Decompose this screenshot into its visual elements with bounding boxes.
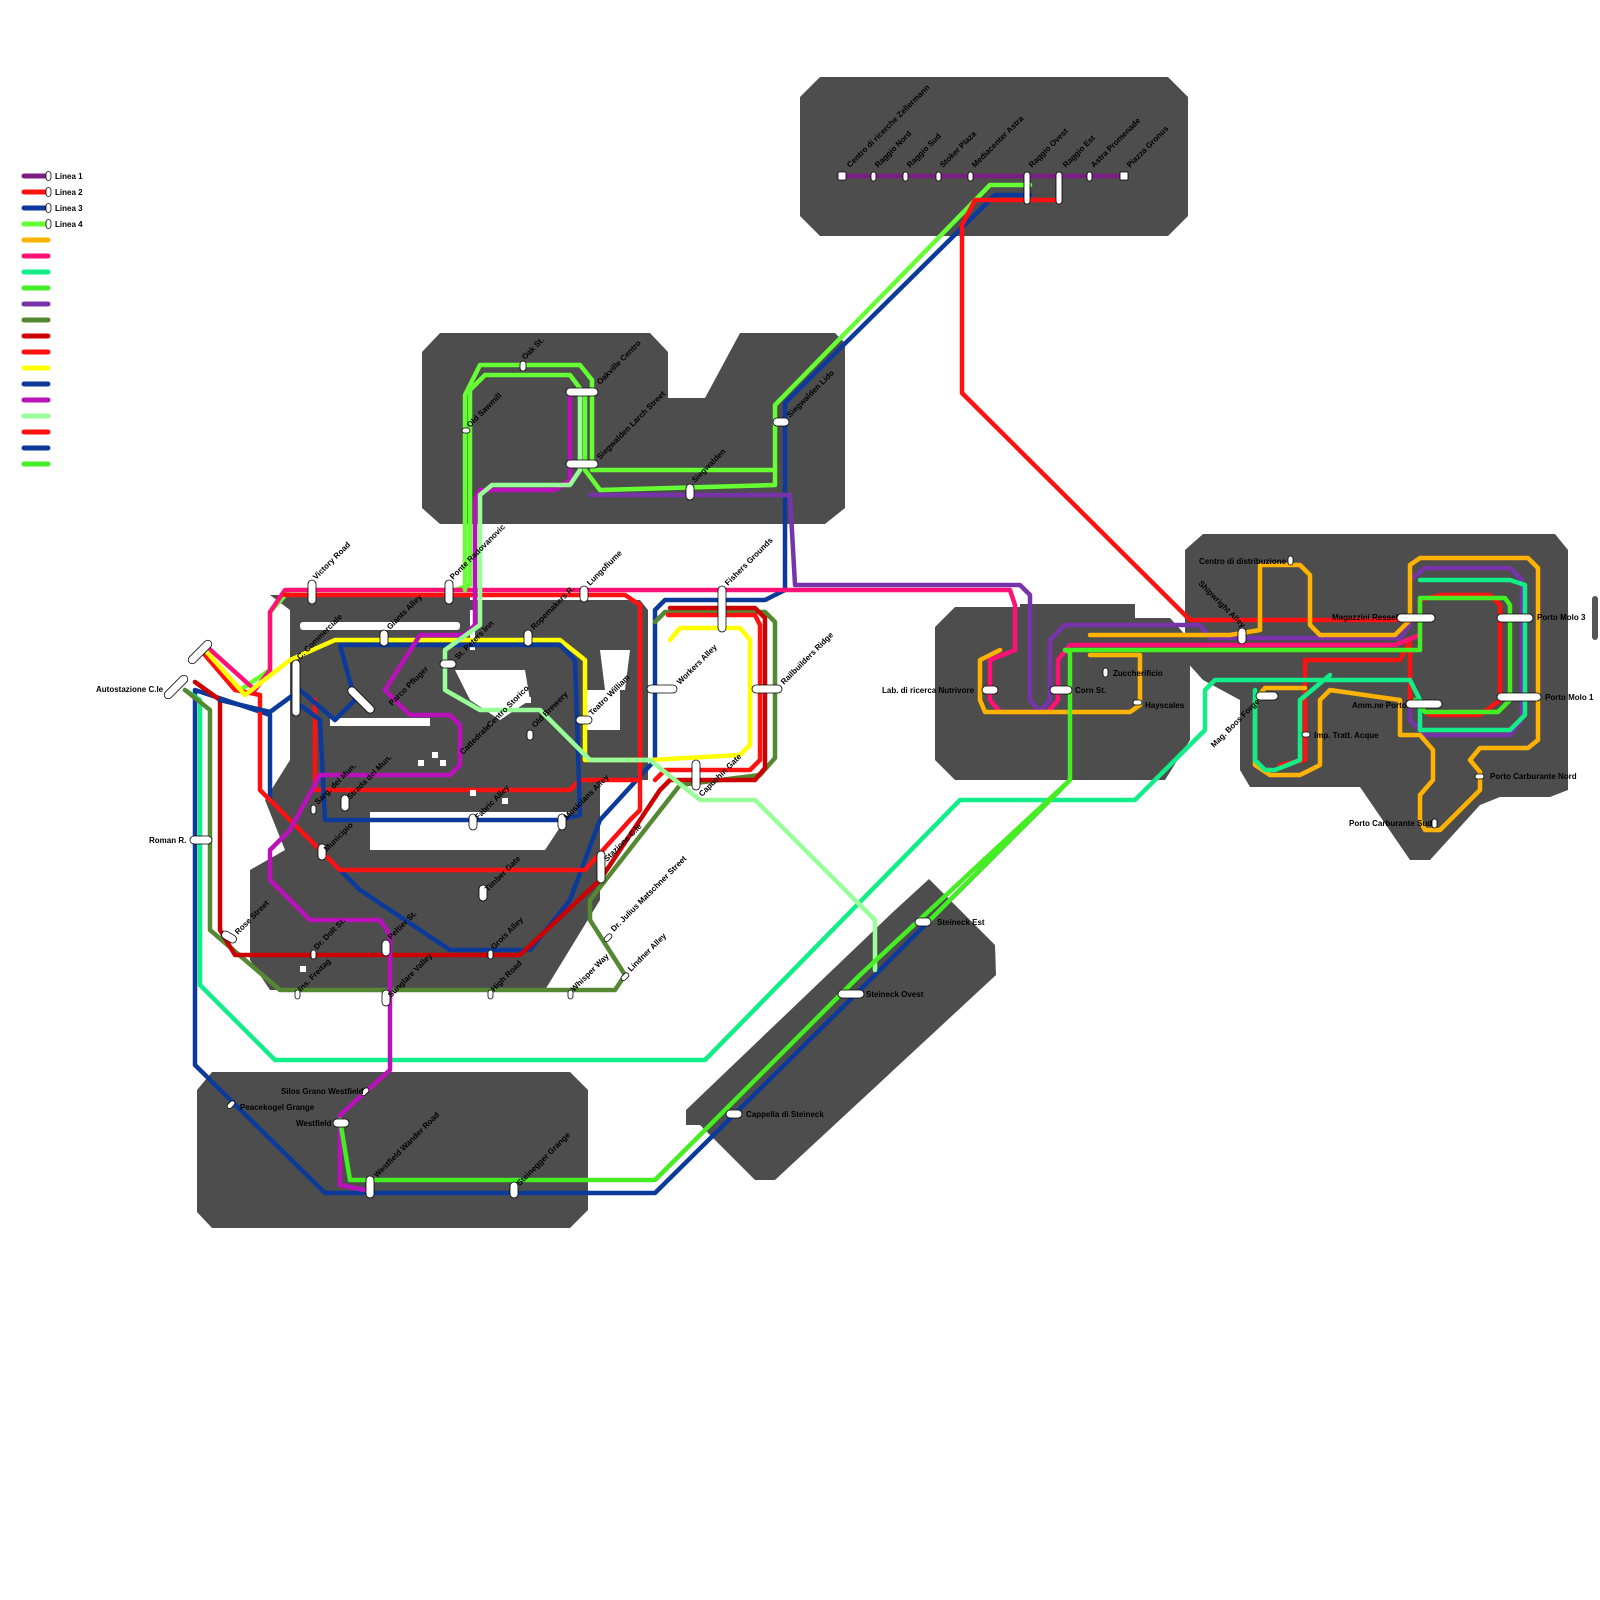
legend-stop-marker xyxy=(45,219,52,229)
label-steineck-ovest[interactable]: Steineck Ovest xyxy=(866,990,924,999)
route-darkred xyxy=(192,605,768,958)
label-whisper-way[interactable]: Whisper Way xyxy=(569,951,611,993)
legend-stop-marker xyxy=(45,203,52,213)
district-steineck xyxy=(686,879,996,1180)
route-blue-inner xyxy=(217,642,583,823)
label-corn-st[interactable]: Corn St. xyxy=(1075,686,1106,695)
district-astra xyxy=(800,77,1188,236)
districts xyxy=(197,77,1568,1228)
route-green-east xyxy=(927,595,1513,923)
label-westfield[interactable]: Westfield xyxy=(296,1119,332,1128)
label-steineck-est[interactable]: Steineck Est xyxy=(937,918,985,927)
label-dr-julius[interactable]: Dr. Julius Matschner Street xyxy=(609,854,689,934)
legend-label: Linea 2 xyxy=(55,188,83,197)
district-westfield xyxy=(197,1072,588,1228)
label-roman-r[interactable]: Roman R. xyxy=(149,836,186,845)
label-cappella[interactable]: Cappella di Steineck xyxy=(746,1110,824,1119)
route-linea-2 xyxy=(959,197,1503,768)
legend: Linea 1 Linea 2 Linea 3 Linea 4 xyxy=(21,171,83,467)
legend-label: Linea 4 xyxy=(55,220,83,229)
legend-label: Linea 1 xyxy=(55,172,83,181)
legend-stop-marker xyxy=(45,171,52,181)
routes xyxy=(182,173,1541,1196)
label-centro-distribuzione[interactable]: Centro di distribuzione xyxy=(1199,557,1287,566)
label-porto-molo-3[interactable]: Porto Molo 3 xyxy=(1537,613,1586,622)
label-lindner-alley[interactable]: Lindner Alley xyxy=(626,931,668,973)
label-amm-porto[interactable]: Amm.ne Porto xyxy=(1352,701,1407,710)
label-railbuilders-ridge[interactable]: Railbuilders Ridge xyxy=(779,630,835,686)
label-magazzini-ressel[interactable]: Magazzini Ressel xyxy=(1332,613,1398,622)
label-imp-tratt[interactable]: Imp. Tratt. Acque xyxy=(1314,731,1379,740)
label-zuccherificio[interactable]: Zuccherificio xyxy=(1113,669,1163,678)
label-ponte-radovanovic[interactable]: Ponte Radovanovic xyxy=(448,522,507,581)
label-porto-carb-sud[interactable]: Porto Carburante Sud xyxy=(1349,819,1432,828)
route-orange xyxy=(977,555,1541,833)
legend-stop-marker xyxy=(45,187,52,197)
route-pink xyxy=(202,587,1423,715)
building-blocks xyxy=(300,680,620,972)
label-lungofiume[interactable]: Lungofiume xyxy=(585,548,624,587)
route-mint xyxy=(442,387,878,973)
route-green-west xyxy=(337,777,1073,1183)
route-linea-3 xyxy=(192,192,1063,1196)
label-hayscales[interactable]: Hayscales xyxy=(1145,701,1185,710)
route-magenta xyxy=(267,387,573,1193)
route-green-oakville xyxy=(462,362,778,593)
district-oakville xyxy=(422,333,845,524)
label-autostazione[interactable]: Autostazione C.le xyxy=(96,685,164,694)
label-porto-carb-nord[interactable]: Porto Carburante Nord xyxy=(1490,772,1577,781)
label-fishers-grounds[interactable]: Fishers Grounds xyxy=(723,535,775,587)
label-lab-ricerca[interactable]: Lab. di ricerca Nutrivore xyxy=(882,686,975,695)
label-silos-westfield[interactable]: Silos Grano Westfield xyxy=(281,1087,364,1096)
station-markers xyxy=(163,171,1598,1199)
label-peacekogel[interactable]: Peacekogel Grange xyxy=(240,1103,315,1112)
route-turquoise xyxy=(182,577,1528,1063)
label-porto-molo-1[interactable]: Porto Molo 1 xyxy=(1545,693,1594,702)
label-victory-road[interactable]: Victory Road xyxy=(311,540,352,581)
legend-label: Linea 3 xyxy=(55,204,83,213)
